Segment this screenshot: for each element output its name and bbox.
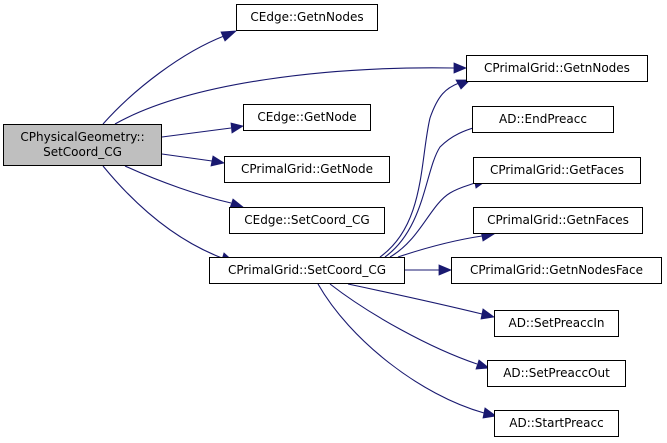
arrowhead bbox=[480, 308, 496, 320]
edge-root-to-cedge-getnode bbox=[161, 127, 232, 138]
edge-setcoord-to-ad-setpreaccout bbox=[329, 283, 478, 365]
node-ad-startpreacc[interactable]: AD::StartPreacc bbox=[494, 410, 619, 437]
node-label: CPrimalGrid::GetnFaces bbox=[487, 213, 629, 227]
arrowhead bbox=[438, 264, 453, 276]
arrowhead bbox=[220, 30, 238, 42]
node-cprimalgrid-getnfaces[interactable]: CPrimalGrid::GetnFaces bbox=[473, 207, 643, 234]
node-label: AD::StartPreacc bbox=[509, 416, 604, 430]
node-label: AD::SetPreaccOut bbox=[503, 366, 610, 380]
edge-setcoord-to-cprimalgrid-getnfaces bbox=[397, 235, 483, 258]
node-cedge-getnnodes[interactable]: CEdge::GetnNodes bbox=[236, 4, 378, 31]
edge-setcoord-to-cprimalgrid-getfaces bbox=[389, 182, 476, 258]
node-cedge-setcoord-cg[interactable]: CEdge::SetCoord_CG bbox=[229, 207, 385, 234]
node-label: CEdge::GetNode bbox=[257, 110, 357, 124]
node-label: CPrimalGrid::GetFaces bbox=[489, 163, 625, 177]
node-label: CEdge::SetCoord_CG bbox=[244, 213, 370, 227]
node-label: AD::EndPreacc bbox=[499, 112, 587, 126]
node-label-line2: SetCoord_CG bbox=[43, 145, 122, 159]
node-cprimalgrid-getfaces[interactable]: CPrimalGrid::GetFaces bbox=[473, 157, 641, 184]
node-label: AD::SetPreaccIn bbox=[508, 316, 605, 330]
edge-root-to-cedge-setcoord-cg bbox=[124, 165, 232, 204]
node-label: CPrimalGrid::GetnNodes bbox=[484, 61, 630, 75]
node-cprimalgrid-getnnodesface[interactable]: CPrimalGrid::GetnNodesFace bbox=[451, 257, 662, 284]
edge-root-to-cedge-getnnodes bbox=[102, 35, 225, 125]
edge-root-to-cprimalgrid-setcoord-cg bbox=[102, 165, 223, 259]
edge-setcoord-to-ad-startpreacc bbox=[317, 283, 485, 414]
node-cprimalgrid-getnode[interactable]: CPrimalGrid::GetNode bbox=[224, 156, 390, 183]
node-cprimalgrid-getnnodes[interactable]: CPrimalGrid::GetnNodes bbox=[466, 55, 648, 82]
edge-setcoord-to-cprimalgrid-getnnodes bbox=[379, 82, 460, 258]
node-cprimalgrid-setcoord-cg[interactable]: CPrimalGrid::SetCoord_CG bbox=[209, 257, 405, 284]
node-cedge-getnode[interactable]: CEdge::GetNode bbox=[243, 104, 371, 131]
arrowhead bbox=[210, 155, 226, 167]
node-label: CPrimalGrid::GetnNodesFace bbox=[469, 263, 643, 277]
node-ad-endpreacc[interactable]: AD::EndPreacc bbox=[472, 106, 614, 133]
node-ad-setpreaccin[interactable]: AD::SetPreaccIn bbox=[494, 310, 619, 337]
node-ad-setpreaccout[interactable]: AD::SetPreaccOut bbox=[487, 360, 626, 387]
arrowhead bbox=[453, 62, 468, 74]
node-label: CPrimalGrid::SetCoord_CG bbox=[227, 263, 387, 277]
node-cphysicalgeometry-setcoord-cg: CPhysicalGeometry:: SetCoord_CG bbox=[3, 124, 162, 166]
node-label: CEdge::GetnNodes bbox=[250, 10, 364, 24]
node-label-line1: CPhysicalGeometry:: bbox=[20, 130, 145, 144]
edge-setcoord-to-ad-setpreaccin bbox=[347, 283, 483, 315]
edge-root-to-cprimalgrid-getnode bbox=[161, 153, 213, 162]
node-label: CPrimalGrid::GetNode bbox=[240, 162, 374, 176]
arrowhead bbox=[230, 122, 245, 134]
edge-setcoord-to-ad-endpreacc bbox=[384, 125, 481, 258]
